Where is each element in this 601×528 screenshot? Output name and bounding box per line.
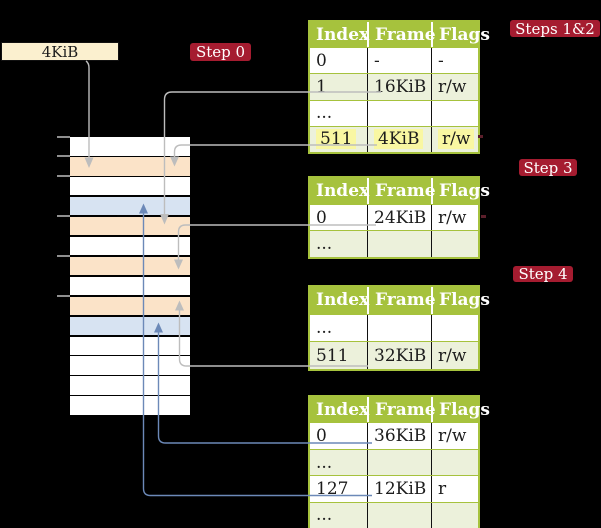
table-cell: 511 xyxy=(310,127,367,152)
memory-frame-row xyxy=(70,236,190,256)
table-cell: r xyxy=(431,476,478,502)
memory-frame-row xyxy=(70,156,190,176)
table-cell: 16KiB xyxy=(367,74,431,100)
table-cell: 36KiB xyxy=(367,423,431,449)
memory-frame-row xyxy=(70,376,190,395)
steps-1-2-badge: Steps 1&2 xyxy=(510,20,600,38)
table-cell: 0 xyxy=(316,207,327,228)
table-cell: r/w xyxy=(431,204,478,231)
memory-frame-row xyxy=(70,196,190,216)
memory-frame-row xyxy=(70,336,190,356)
table-cell: - xyxy=(367,48,431,74)
column-header: Frame xyxy=(367,178,436,204)
column-header: Index xyxy=(316,290,370,311)
table-cell: r/w xyxy=(431,126,478,153)
memory-frame-row xyxy=(70,176,190,196)
table-cell xyxy=(431,100,478,126)
memory-tick xyxy=(57,294,70,297)
table-cell: 4KiB xyxy=(367,126,431,153)
step-3-badge: Step 3 xyxy=(519,159,577,177)
memory-tick xyxy=(57,175,70,178)
table-cell: ... xyxy=(316,103,333,124)
table-cell: 0 xyxy=(316,50,327,71)
table-row: ... xyxy=(310,448,478,476)
step-0-badge: Step 0 xyxy=(190,43,251,61)
memory-tick xyxy=(57,215,70,217)
memory-frame-row xyxy=(70,216,190,236)
table-row: ... xyxy=(310,230,478,258)
table-cell: ... xyxy=(316,234,333,255)
frame-size-label-box: 4KiB xyxy=(1,42,119,61)
table-row: ... xyxy=(310,313,478,342)
table-cell: 127 xyxy=(316,478,349,499)
memory-frame-row xyxy=(70,256,190,276)
column-header: Flags xyxy=(431,178,490,204)
table-cell: r/w xyxy=(431,74,478,100)
column-header: Flags xyxy=(431,22,490,48)
table-cell: r/w xyxy=(431,342,478,370)
table-cell: 511 xyxy=(316,345,349,366)
table-cell xyxy=(367,502,431,528)
table-cell: 1 xyxy=(316,77,327,97)
column-header: Index xyxy=(316,24,370,45)
table-cell: 0 xyxy=(316,426,327,447)
table-cell: r/w xyxy=(431,423,478,449)
column-header: Frame xyxy=(367,22,436,48)
memory-tick xyxy=(57,135,70,138)
table-row: 0 -- xyxy=(310,47,478,74)
table-cell: ... xyxy=(316,318,333,338)
table-cell: ... xyxy=(316,452,333,473)
table-cell: 24KiB xyxy=(367,204,431,231)
memory-tick xyxy=(57,254,70,257)
table-cell xyxy=(367,231,431,258)
memory-tick xyxy=(57,155,70,158)
physical-memory-column xyxy=(70,137,190,415)
table-cell xyxy=(431,502,478,528)
memory-frame-row xyxy=(70,316,190,336)
memory-frame-row xyxy=(70,276,190,296)
memory-frame-row xyxy=(70,356,190,376)
memory-frame-row xyxy=(70,296,190,316)
memory-frame-row xyxy=(70,137,190,156)
table-cell xyxy=(431,449,478,476)
column-header: Flags xyxy=(431,397,490,423)
table-cell: - xyxy=(431,48,478,74)
column-header: Frame xyxy=(367,397,436,423)
column-header: Flags xyxy=(431,287,490,314)
table-cell xyxy=(367,314,431,342)
table-row: ... xyxy=(310,99,478,126)
row-marker-dash xyxy=(478,135,483,138)
table-cell: ... xyxy=(316,505,333,526)
column-header: Index xyxy=(316,180,370,201)
column-header: Index xyxy=(316,399,370,420)
table-cell xyxy=(431,231,478,258)
memory-frame-row xyxy=(70,396,190,415)
frame-size-label: 4KiB xyxy=(41,42,79,61)
table-cell xyxy=(431,314,478,342)
step-4-badge: Step 4 xyxy=(513,265,573,283)
column-header: Frame xyxy=(367,287,436,314)
table-row: ... xyxy=(310,501,478,528)
table-cell: 12KiB xyxy=(367,476,431,502)
table-cell xyxy=(367,100,431,126)
row-marker-dash xyxy=(481,215,486,218)
table-cell: 32KiB xyxy=(367,342,431,370)
table-cell xyxy=(367,449,431,476)
